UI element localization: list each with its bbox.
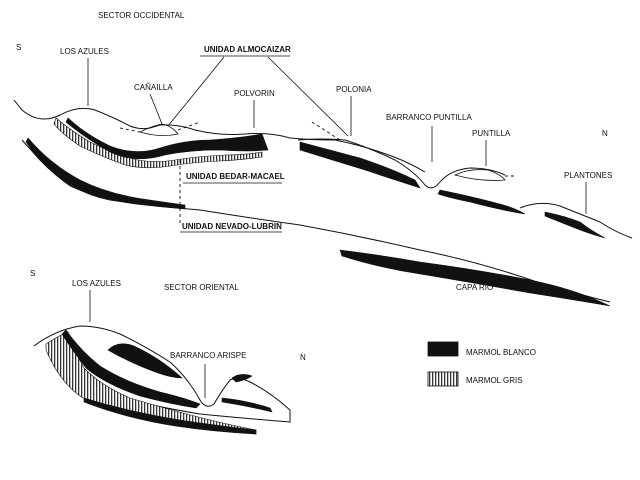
label-barranco-puntilla: BARRANCO PUNTILLA [386,113,472,122]
oriental-lens-marble-band [107,343,183,379]
label-capa-rio: CAPA RIO [456,283,493,292]
legend-swatch-marmol-blanco [427,341,459,357]
sector-oriental-section: S N LOS AZULES SECTOR ORIENTAL BARRANCO … [30,269,306,435]
oriental-lower-marble-band [83,397,257,435]
leader-canailla [149,93,163,125]
leader-almocaizar-right [267,56,349,137]
canailla-dash-right [177,121,201,131]
plantones-outline [519,202,633,239]
label-unidad-nevado-lubrin: UNIDAD NEVADO-LUBRIN [182,222,282,231]
puntilla-klippe [453,169,506,181]
label-unidad-bedar-macael: UNIDAD BEDAR-MACAEL [186,172,285,181]
polonia-block-outline [297,138,506,189]
polonia-dash [311,121,341,141]
label-unidad-almocaizar: UNIDAD ALMOCAIZAR [204,45,291,54]
nevado-lubrin-outline [21,139,611,303]
direction-s-bottom: S [30,269,35,278]
polonia-marble-band [299,141,421,189]
main-ridge-outline [13,99,426,173]
oriental-outline [33,325,291,423]
legend-label-marmol-gris: MARMOL GRIS [466,376,523,385]
direction-n-top: N [602,129,608,138]
label-puntilla: PUNTILLA [472,129,511,138]
oriental-right-marble-band [221,397,273,413]
capa-rio-marble-band [339,249,611,307]
sector-occidental-title: SECTOR OCCIDENTAL [98,11,185,20]
label-plantones: PLANTONES [564,171,612,180]
direction-s-top: S [16,43,21,52]
sector-occidental-section: SECTOR OCCIDENTAL S N LOS AZULES CAÑAILL… [13,11,633,307]
legend: MARMOL BLANCO MARMOL GRIS [427,341,536,387]
sector-oriental-title: SECTOR ORIENTAL [164,283,239,292]
legend-label-marmol-blanco: MARMOL BLANCO [466,348,536,357]
label-los-azules-bottom: LOS AZULES [72,279,121,288]
label-canailla: CAÑAILLA [134,83,173,92]
oriental-upper-marble-band [61,329,201,409]
direction-n-bottom: N [300,353,306,362]
label-los-azules-top: LOS AZULES [60,47,109,56]
canailla-klippe [138,123,179,136]
puntilla-marble-band [437,189,526,215]
leader-almocaizar-left [167,56,225,127]
label-polonia: POLONIA [336,85,372,94]
plantones-marble-band [544,211,606,239]
canailla-dash-left [119,127,141,133]
label-barranco-arispe: BARRANCO ARISPE [170,351,246,360]
label-polvorin: POLVORIN [234,89,275,98]
upper-marble-band-ridge [65,117,269,160]
oriental-right-cap [231,374,253,383]
legend-swatch-marmol-gris [427,371,459,387]
nevado-lower-marble-band [25,137,186,210]
